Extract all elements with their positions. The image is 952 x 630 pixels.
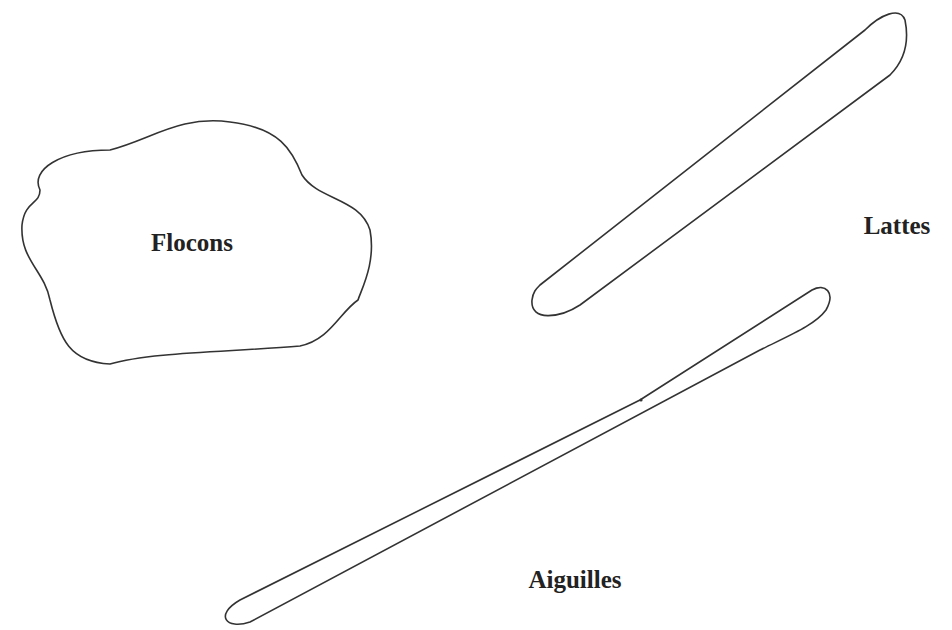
crystal-shape-node: Lattes [520,5,948,327]
shape-label: Flocons [151,229,233,257]
needle-shape [212,280,842,628]
shape-outline [225,288,830,625]
outline-dot [639,398,642,401]
shape-label: Aiguilles [528,566,621,594]
shape-outline [532,13,907,316]
crystal-shape-node: Aiguilles [212,280,842,628]
shape-label: Lattes [864,212,931,240]
lath-shape [520,5,948,327]
crystal-shape-node: Flocons [15,110,380,372]
shape-outline [22,121,372,364]
